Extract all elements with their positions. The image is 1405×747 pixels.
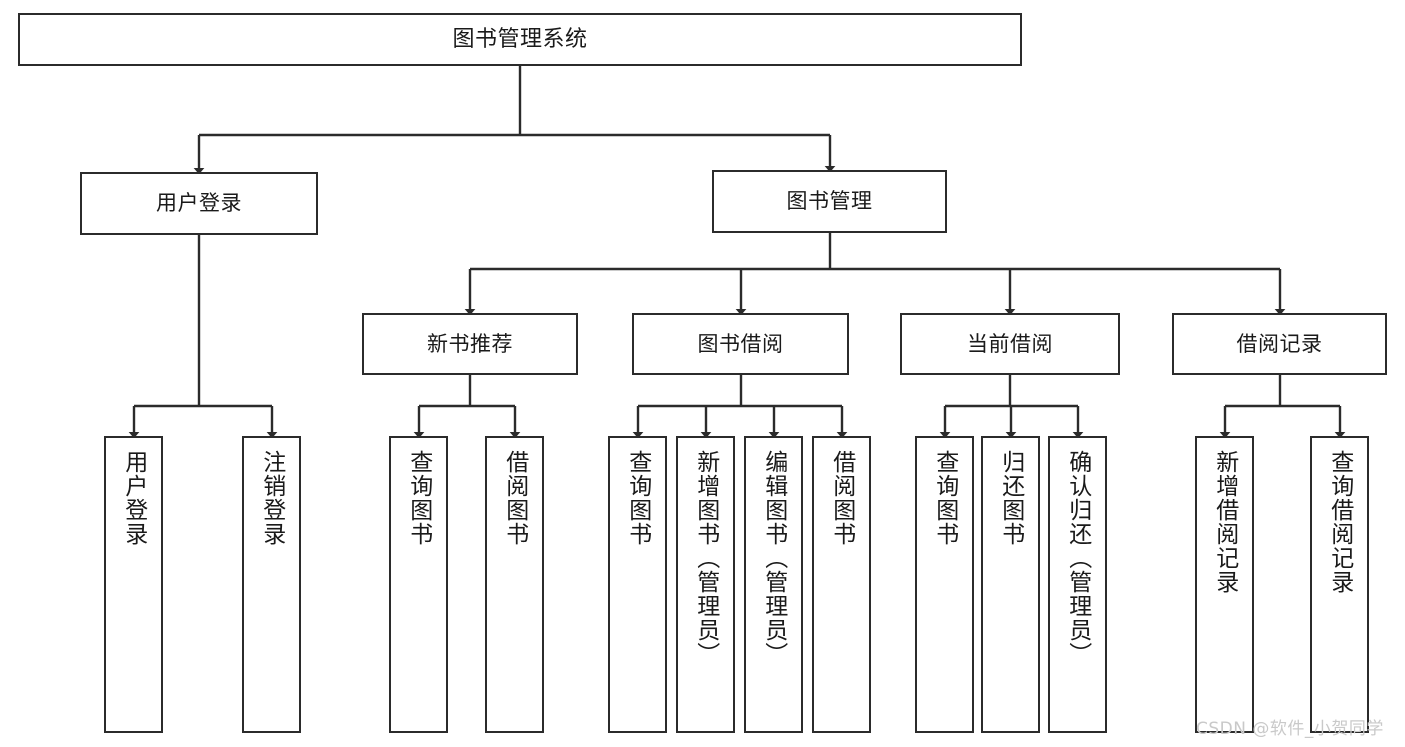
node-leaf3[interactable]: 查询图书 (389, 436, 448, 733)
node-label: 查询图书 (405, 450, 432, 546)
node-label: 借阅记录 (1236, 331, 1323, 356)
node-label: 编辑图书（管理员） (760, 450, 787, 666)
node-label: 当前借阅 (967, 331, 1053, 356)
node-label: 借阅图书 (501, 450, 528, 546)
node-leaf2[interactable]: 注销登录 (242, 436, 301, 733)
node-label: 查询借阅记录 (1326, 450, 1353, 594)
node-label: 归还图书 (997, 450, 1024, 546)
node-label: 新增借阅记录 (1211, 450, 1238, 594)
node-leaf8[interactable]: 借阅图书 (812, 436, 871, 733)
node-label: 用户登录 (156, 191, 242, 216)
node-label: 新书推荐 (427, 331, 513, 356)
node-label: 确认归还（管理员） (1064, 450, 1091, 666)
node-label: 查询图书 (624, 450, 651, 546)
node-newbook[interactable]: 新书推荐 (362, 313, 578, 375)
node-leaf10[interactable]: 归还图书 (981, 436, 1040, 733)
node-leaf1[interactable]: 用户登录 (104, 436, 163, 733)
node-record[interactable]: 借阅记录 (1172, 313, 1387, 375)
node-current[interactable]: 当前借阅 (900, 313, 1120, 375)
node-leaf7[interactable]: 编辑图书（管理员） (744, 436, 803, 733)
node-login[interactable]: 用户登录 (80, 172, 318, 235)
node-leaf13[interactable]: 查询借阅记录 (1310, 436, 1369, 733)
node-leaf12[interactable]: 新增借阅记录 (1195, 436, 1254, 733)
node-leaf11[interactable]: 确认归还（管理员） (1048, 436, 1107, 733)
node-label: 用户登录 (120, 450, 147, 546)
node-leaf9[interactable]: 查询图书 (915, 436, 974, 733)
node-leaf6[interactable]: 新增图书（管理员） (676, 436, 735, 733)
node-label: 注销登录 (258, 450, 285, 546)
node-borrow[interactable]: 图书借阅 (632, 313, 849, 375)
node-leaf5[interactable]: 查询图书 (608, 436, 667, 733)
node-leaf4[interactable]: 借阅图书 (485, 436, 544, 733)
node-label: 查询图书 (931, 450, 958, 546)
node-label: 图书借阅 (697, 331, 784, 356)
node-root[interactable]: 图书管理系统 (18, 13, 1022, 66)
node-label: 图书管理 (786, 189, 873, 214)
node-bookmgmt[interactable]: 图书管理 (712, 170, 947, 233)
node-label: 图书管理系统 (452, 26, 588, 52)
connector-group (128, 66, 1346, 439)
node-label: 新增图书（管理员） (692, 450, 719, 666)
node-label: 借阅图书 (828, 450, 855, 546)
